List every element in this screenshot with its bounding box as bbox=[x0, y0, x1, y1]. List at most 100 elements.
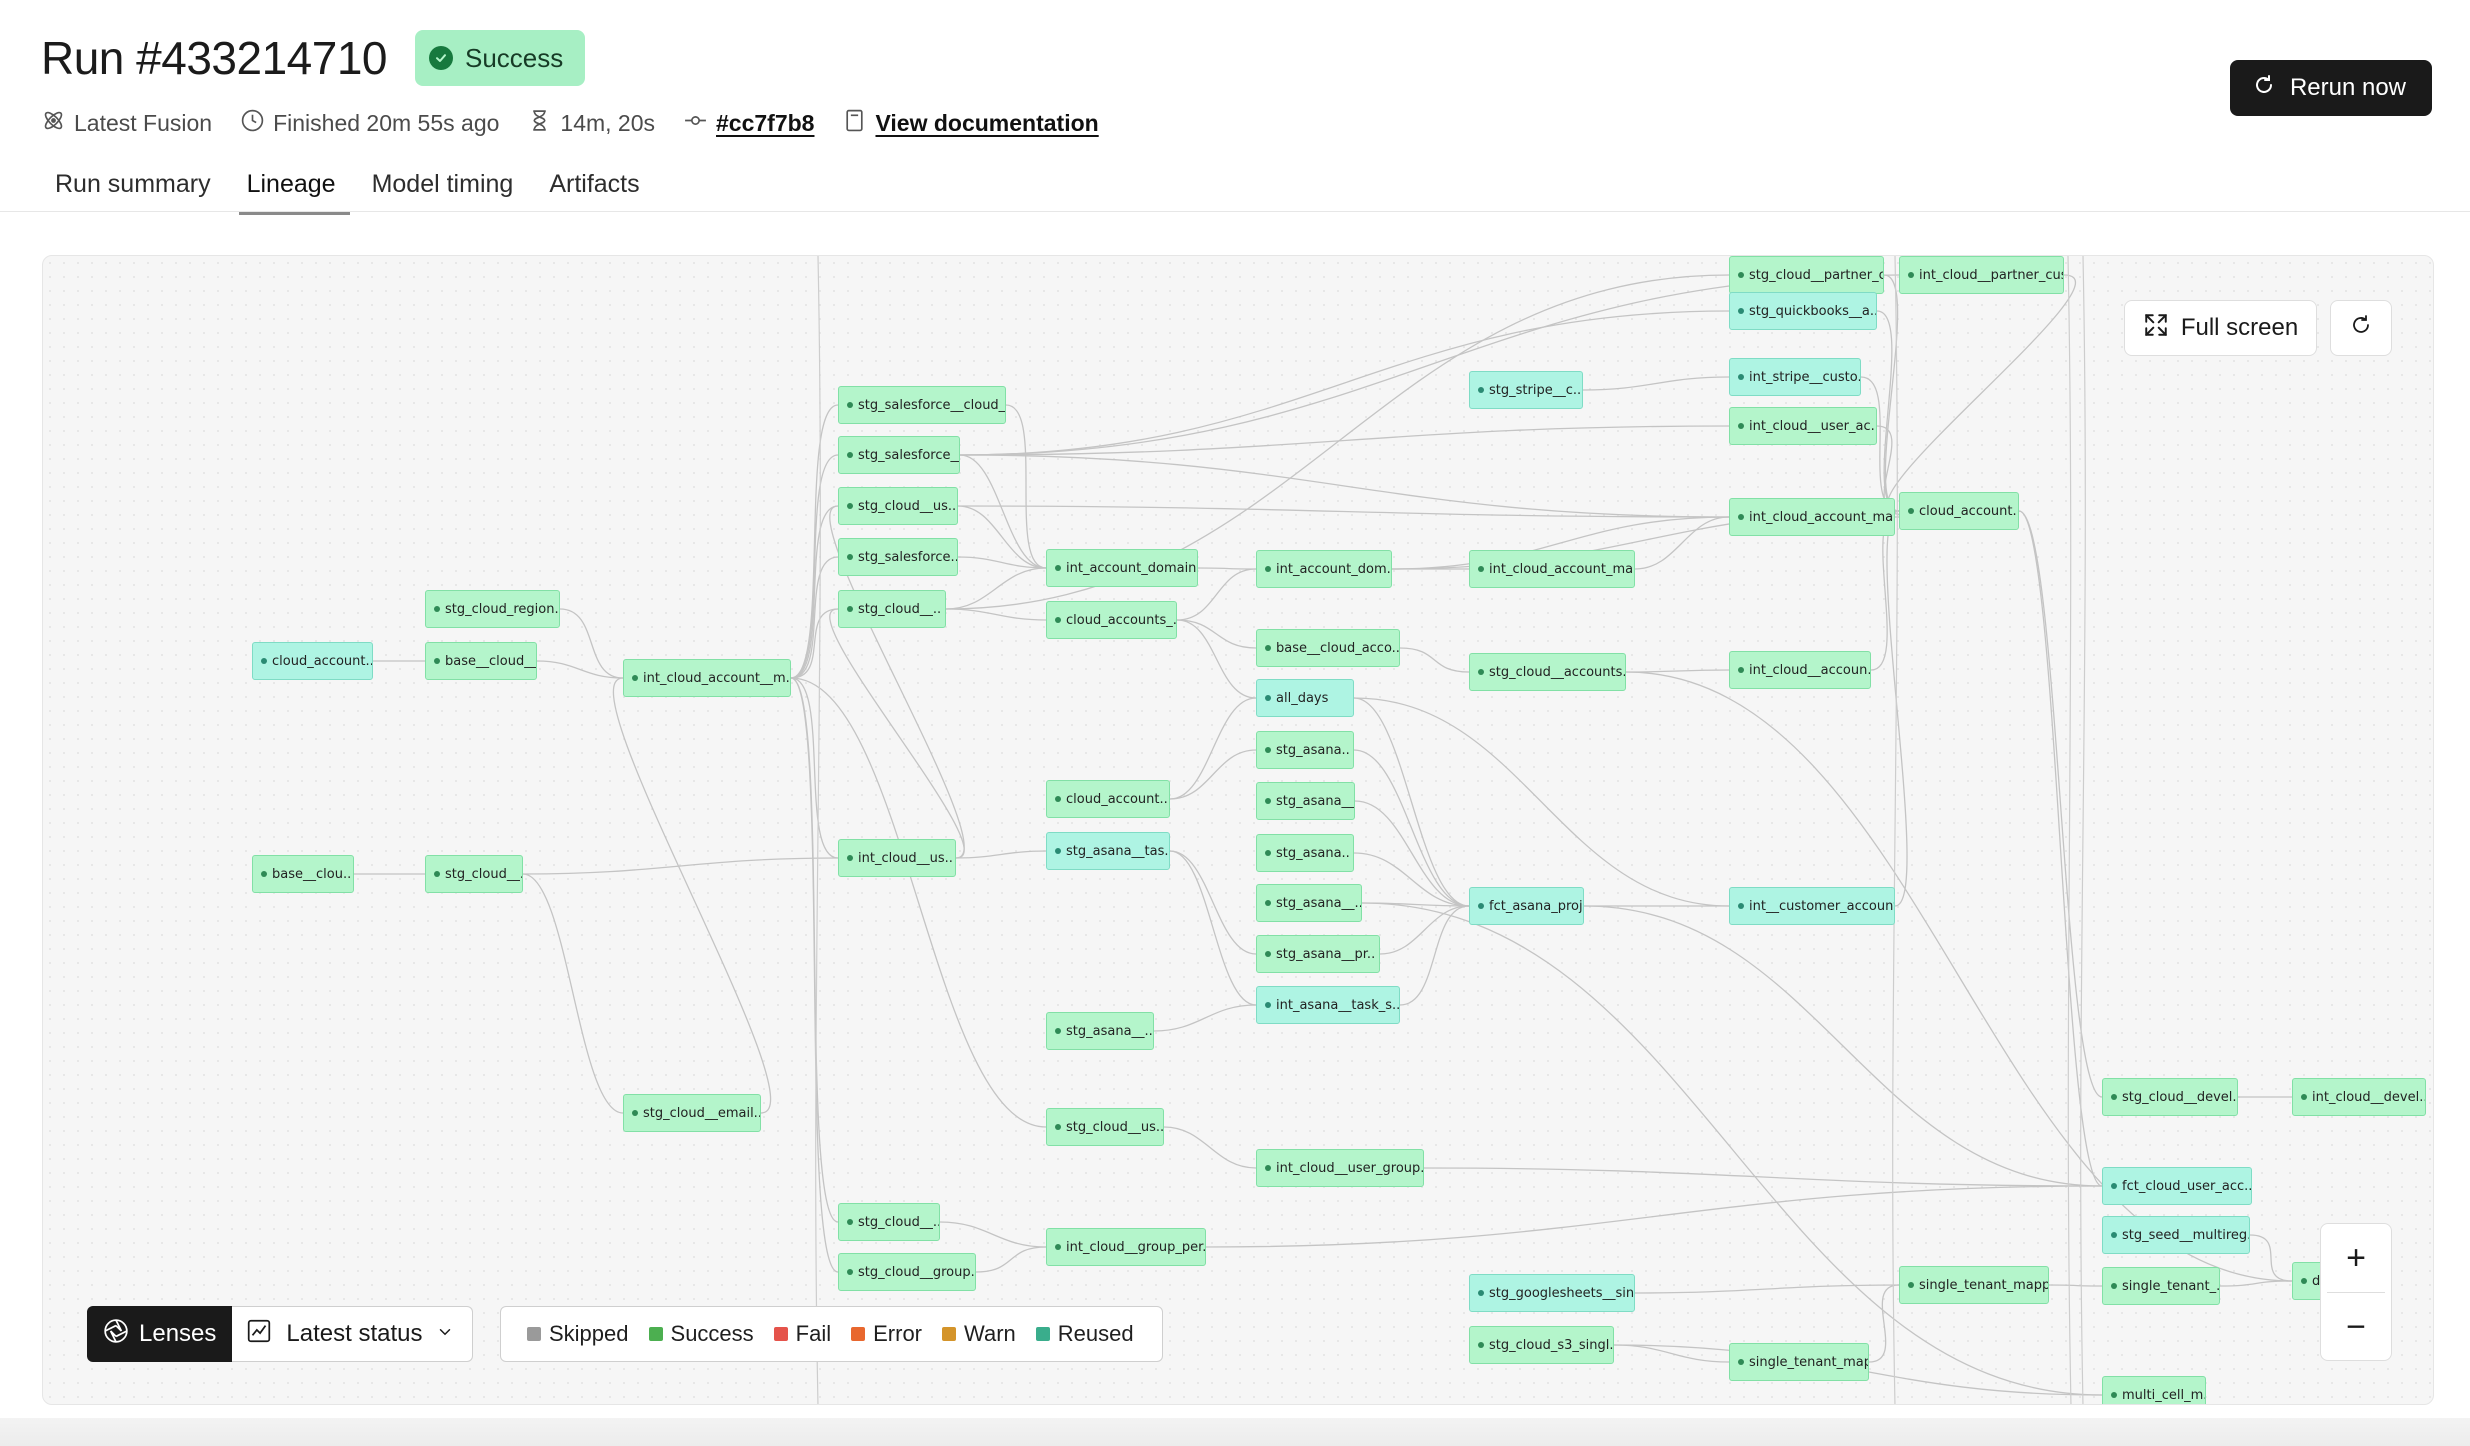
lineage-node[interactable]: stg_cloud__devel.. bbox=[2102, 1078, 2238, 1116]
lineage-node[interactable]: int_cloud__user_ac.. bbox=[1729, 407, 1877, 445]
tab-lineage[interactable]: Lineage bbox=[233, 160, 350, 215]
lineage-node[interactable]: stg_cloud__accounts.. bbox=[1469, 653, 1626, 691]
status-dot-icon bbox=[847, 606, 853, 612]
lineage-edge bbox=[829, 608, 965, 859]
lineage-node[interactable]: stg_cloud__email.. bbox=[623, 1094, 761, 1132]
lineage-edge bbox=[1582, 376, 1730, 391]
lineage-node[interactable]: int_stripe__custo.. bbox=[1729, 358, 1861, 396]
lineage-edge bbox=[957, 505, 1730, 518]
lineage-edge bbox=[1169, 749, 1257, 800]
lineage-node[interactable]: int_account_domain.. bbox=[1046, 549, 1198, 587]
lineage-node[interactable]: multi_cell_m.. bbox=[2102, 1376, 2206, 1404]
full-screen-button[interactable]: Full screen bbox=[2124, 300, 2317, 356]
tab-artifacts[interactable]: Artifacts bbox=[549, 170, 640, 198]
status-dot-icon bbox=[1478, 1290, 1484, 1296]
node-label: multi_cell_m.. bbox=[2122, 1387, 2206, 1403]
lineage-node[interactable]: stg_seed__multireg.. bbox=[2102, 1216, 2250, 1254]
lineage-node[interactable]: stg_cloud__group.. bbox=[838, 1253, 976, 1291]
run-meta: Latest Fusion Finished 20m 55s ago 14m, … bbox=[41, 108, 1099, 139]
lineage-node[interactable]: stg_asana__.. bbox=[1256, 884, 1362, 922]
lineage-node[interactable]: int__customer_account.. bbox=[1729, 887, 1895, 925]
lineage-node[interactable]: stg_salesforce.. bbox=[838, 538, 958, 576]
lineage-node[interactable]: single_tenant_map.. bbox=[1729, 1343, 1869, 1381]
lineage-node[interactable]: stg_cloud_region.. bbox=[425, 590, 560, 628]
lineage-node[interactable]: stg_asana__pr.. bbox=[1256, 935, 1380, 973]
lineage-node[interactable]: stg_stripe__c.. bbox=[1469, 371, 1583, 409]
lineage-node[interactable]: all_days bbox=[1256, 679, 1354, 717]
lineage-node[interactable]: stg_asana__tas.. bbox=[1046, 832, 1170, 870]
lineage-node[interactable]: single_tenant_mapp.. bbox=[1899, 1266, 2049, 1304]
lineage-node[interactable]: stg_asana__.. bbox=[1046, 1012, 1154, 1050]
lineage-canvas[interactable]: stg_cloud__partner_c.. int_cloud__partner… bbox=[42, 255, 2434, 1405]
node-label: stg_asana__pr.. bbox=[1276, 946, 1376, 962]
lineage-node[interactable]: int_account_dom.. bbox=[1256, 550, 1392, 588]
lineage-node[interactable]: int_cloud_account__m.. bbox=[623, 659, 791, 697]
node-label: int_cloud__group_per.. bbox=[1066, 1239, 1206, 1255]
lineage-node[interactable]: cloud_accounts_.. bbox=[1046, 601, 1177, 639]
node-label: int_account_dom.. bbox=[1276, 561, 1392, 577]
lineage-edge bbox=[1399, 647, 1470, 673]
lineage-node[interactable]: int_cloud_account_ma.. bbox=[1729, 498, 1895, 536]
lineage-node[interactable]: stg_asana.. bbox=[1256, 731, 1354, 769]
legend-label: Reused bbox=[1057, 1321, 1134, 1346]
docs-meta[interactable]: View documentation bbox=[842, 108, 1099, 139]
reset-view-button[interactable] bbox=[2330, 300, 2392, 356]
commit-link[interactable]: #cc7f7b8 bbox=[716, 110, 815, 136]
node-label: stg_cloud__devel.. bbox=[2122, 1089, 2238, 1105]
status-dot-icon bbox=[847, 1219, 853, 1225]
lineage-node[interactable]: cloud_account.. bbox=[1899, 492, 2019, 530]
lineage-node[interactable]: stg_asana__.. bbox=[1256, 782, 1355, 820]
status-dot-icon bbox=[1265, 951, 1271, 957]
lineage-node[interactable]: int_asana__task_s.. bbox=[1256, 986, 1400, 1024]
node-label: cloud_account.. bbox=[1919, 503, 2019, 519]
lineage-node[interactable]: stg_cloud__.. bbox=[425, 855, 523, 893]
zoom-out-button[interactable]: − bbox=[2346, 1307, 2366, 1346]
commit-meta[interactable]: #cc7f7b8 bbox=[683, 108, 814, 139]
status-dot-icon bbox=[1478, 669, 1484, 675]
status-dot-icon bbox=[1738, 667, 1744, 673]
lineage-node[interactable]: base__cloud_acco.. bbox=[1256, 629, 1400, 667]
lineage-node[interactable]: int_cloud_account_ma.. bbox=[1469, 550, 1635, 588]
lineage-node[interactable]: stg_cloud__.. bbox=[838, 1203, 940, 1241]
lineage-node[interactable]: stg_asana.. bbox=[1256, 834, 1354, 872]
lineage-node[interactable]: int_cloud__accoun.. bbox=[1729, 651, 1871, 689]
lineage-node[interactable]: int_cloud__partner_cus.. bbox=[1899, 256, 2064, 294]
tab-model-timing[interactable]: Model timing bbox=[371, 170, 514, 198]
lineage-node[interactable]: fct_asana_proj.. bbox=[1469, 887, 1584, 925]
view-documentation-link[interactable]: View documentation bbox=[875, 110, 1099, 136]
legend-swatch bbox=[773, 1327, 788, 1341]
tab-run-summary[interactable]: Run summary bbox=[55, 170, 211, 198]
lineage-node[interactable]: base__clou.. bbox=[252, 855, 354, 893]
lineage-node[interactable]: fct_cloud_user_acc.. bbox=[2102, 1167, 2252, 1205]
lineage-node[interactable]: stg_cloud__us.. bbox=[1046, 1108, 1164, 1146]
status-dot-icon bbox=[1738, 272, 1744, 278]
status-dot-icon bbox=[1265, 747, 1271, 753]
lenses-button[interactable]: Lenses bbox=[87, 1306, 233, 1362]
lineage-node[interactable]: stg_quickbooks__a.. bbox=[1729, 292, 1877, 330]
lineage-node[interactable]: base__cloud__.. bbox=[425, 642, 537, 680]
rerun-now-button[interactable]: Rerun now bbox=[2229, 60, 2432, 116]
lineage-node[interactable]: cloud_account.. bbox=[252, 642, 373, 680]
node-label: stg_asana.. bbox=[1276, 742, 1350, 758]
lineage-node[interactable]: cloud_account.. bbox=[1046, 780, 1170, 818]
lineage-node[interactable]: stg_salesforce__.. bbox=[838, 436, 960, 474]
status-dot-icon bbox=[1265, 1165, 1271, 1171]
lineage-node[interactable]: stg_cloud__partner_c.. bbox=[1729, 256, 1884, 294]
lineage-edge bbox=[945, 608, 1047, 621]
lineage-node[interactable]: stg_salesforce__cloud_.. bbox=[838, 386, 1006, 424]
lineage-edge bbox=[522, 857, 839, 875]
lineage-node[interactable]: int_cloud__devel.. bbox=[2292, 1078, 2426, 1116]
lineage-node[interactable]: stg_cloud_s3_singl.. bbox=[1469, 1326, 1614, 1364]
lens-select[interactable]: Latest status bbox=[232, 1306, 474, 1362]
lineage-node[interactable]: single_tenant_.. bbox=[2102, 1267, 2220, 1305]
legend-label: Skipped bbox=[549, 1321, 629, 1346]
lineage-node[interactable]: stg_googlesheets__sin.. bbox=[1469, 1274, 1635, 1312]
zoom-in-button[interactable]: + bbox=[2346, 1238, 2366, 1277]
lineage-node[interactable]: stg_cloud__us.. bbox=[838, 487, 958, 525]
lineage-node[interactable]: int_cloud__group_per.. bbox=[1046, 1228, 1206, 1266]
lineage-node[interactable]: stg_cloud__.. bbox=[838, 590, 946, 628]
status-dot-icon bbox=[2111, 1283, 2117, 1289]
lineage-node[interactable]: int_cloud__us.. bbox=[838, 839, 956, 877]
lineage-edge bbox=[1634, 1284, 1900, 1294]
lineage-node[interactable]: int_cloud__user_group.. bbox=[1256, 1149, 1424, 1187]
